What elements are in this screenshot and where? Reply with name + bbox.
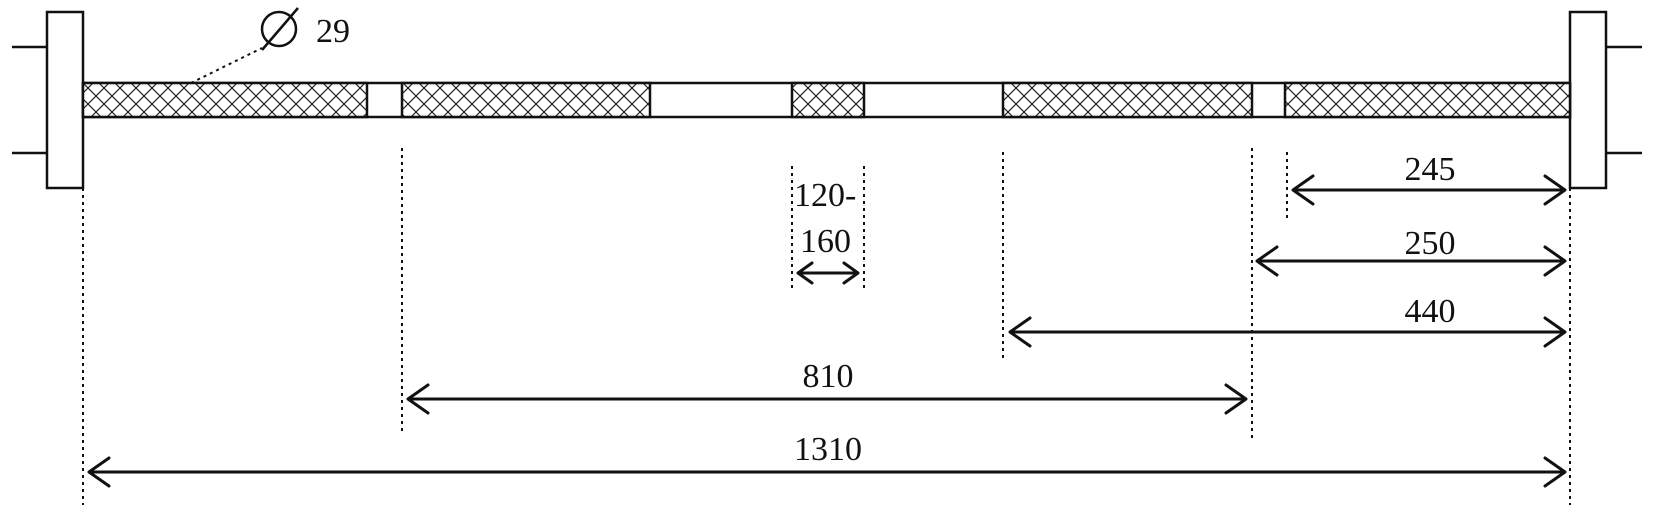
dimension-1310: 1310 (87, 431, 1567, 488)
left-end-plate (12, 10, 85, 190)
dimension-810-label: 810 (803, 358, 854, 395)
hatched-segment-5 (1283, 81, 1572, 119)
diameter-symbol-icon (260, 7, 299, 51)
dimension-245-label: 245 (1405, 151, 1456, 188)
dimension-810: 810 (406, 358, 1248, 415)
dimension-120-160-label-line2: 160 (800, 223, 851, 260)
dimension-1310-label: 1310 (794, 431, 862, 468)
diameter-label: 29 (316, 13, 350, 50)
dimension-120-160: 120- 160 (794, 177, 860, 285)
dimension-250-label: 250 (1405, 225, 1456, 262)
diameter-callout: 29 (190, 7, 350, 84)
dimension-245: 245 (1291, 151, 1567, 206)
hatched-segment-3 (790, 81, 866, 119)
dimension-440-label: 440 (1405, 293, 1456, 330)
hatched-segment-1 (81, 81, 369, 119)
hatched-segment-2 (400, 81, 652, 119)
dimension-120-160-label-line1: 120- (794, 177, 856, 214)
dimension-440: 440 (1008, 293, 1567, 348)
hatched-segment-4 (1001, 81, 1254, 119)
right-end-plate (1568, 10, 1642, 190)
dimension-250: 250 (1255, 225, 1567, 277)
